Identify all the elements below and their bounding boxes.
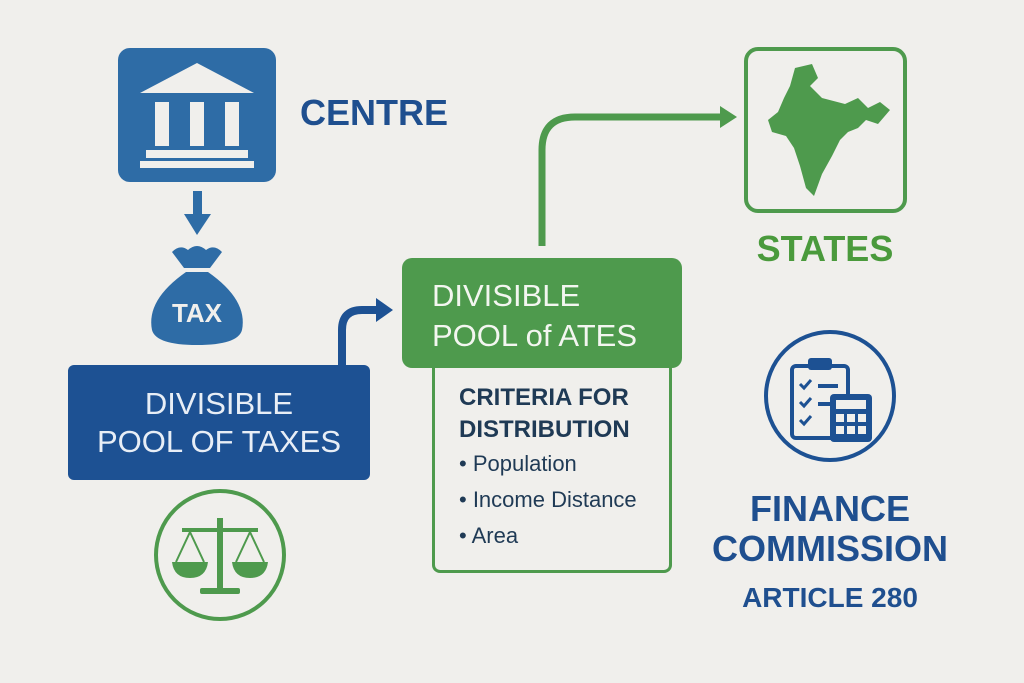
article-label: ARTICLE 280 xyxy=(742,582,918,613)
divisible-pool-taxes-line1: DIVISIBLE xyxy=(144,386,294,421)
clipboard-calculator-icon xyxy=(764,330,896,462)
down-arrow-icon xyxy=(184,191,211,235)
criteria-item: • Population xyxy=(459,451,577,476)
criteria-item: • Income Distance xyxy=(459,487,637,512)
criteria-heading-line2: DISTRIBUTION xyxy=(459,416,630,443)
divisible-pool-states-header: DIVISIBLE POOL of ATES xyxy=(402,258,682,368)
tax-label: TAX xyxy=(171,298,223,328)
commission-label: COMMISSION xyxy=(711,528,948,569)
criteria-box: CRITERIA FOR DISTRIBUTION • Population •… xyxy=(432,368,672,573)
divisible-pool-taxes-line2: POOL OF TAXES xyxy=(96,424,342,459)
government-building-icon xyxy=(118,48,276,182)
divisible-pool-states-line1: DIVISIBLE xyxy=(432,278,581,313)
divisible-pool-states-line2: POOL of ATES xyxy=(432,318,638,353)
finance-label: FINANCE xyxy=(750,488,910,529)
centre-label: CENTRE xyxy=(300,92,449,133)
states-label: STATES xyxy=(756,228,894,269)
money-bag-icon xyxy=(151,246,243,345)
justice-scales-icon xyxy=(154,489,286,621)
blue-curved-arrow-icon xyxy=(338,298,393,366)
criteria-heading-line1: CRITERIA FOR xyxy=(459,384,629,411)
criteria-item: • Area xyxy=(459,523,519,548)
divisible-pool-taxes-box: DIVISIBLE POOL OF TAXES xyxy=(68,365,370,480)
green-curved-arrow-icon xyxy=(538,106,737,246)
india-map-icon xyxy=(744,47,907,213)
